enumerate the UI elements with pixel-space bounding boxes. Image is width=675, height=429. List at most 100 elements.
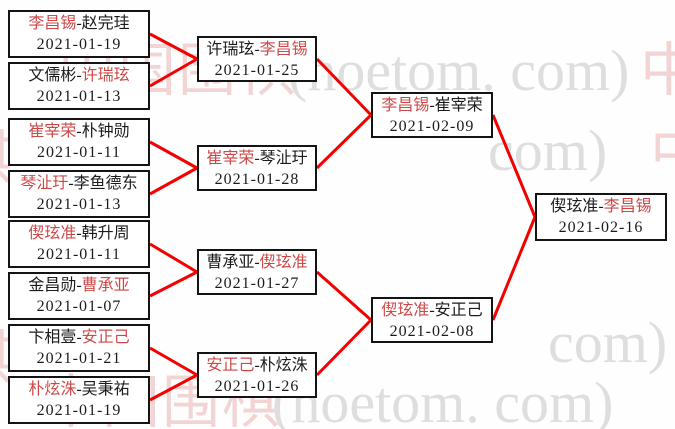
player-name: 偰玹准	[28, 225, 77, 242]
connector-line	[149, 140, 198, 170]
match-date: 2021-01-11	[36, 144, 122, 161]
vs-separator: -	[598, 198, 604, 215]
match-date: 2021-01-19	[36, 36, 122, 53]
vs-separator: -	[76, 15, 82, 32]
match-box-round-1-5: 偰玹准-韩升周 2021-01-11	[8, 220, 150, 268]
player-name: 琴沚玗	[259, 150, 308, 167]
match-box-semifinal-2: 偰玹准-安正己 2021-02-08	[371, 297, 493, 343]
player-name: 朴钟勋	[81, 123, 130, 140]
player-name: 崔宰荣	[206, 150, 255, 167]
connector-line	[491, 114, 537, 218]
vs-separator: -	[68, 175, 74, 192]
vs-separator: -	[254, 150, 260, 167]
match-players: 曹承亚-偰玹准	[199, 252, 315, 273]
match-players: 卞相壹-安正己	[10, 327, 148, 348]
match-box-round-2-1: 许瑞玹-李昌锡 2021-01-25	[197, 36, 317, 82]
player-name: 安正己	[434, 302, 483, 319]
player-name: 偰玹准	[381, 302, 430, 319]
match-box-round-1-1: 李昌锡-赵完珪 2021-01-19	[8, 10, 150, 58]
match-players: 偰玹准-韩升周	[10, 223, 148, 244]
match-box-round-1-2: 文儒彬-许瑞玹 2021-01-13	[8, 62, 150, 110]
match-players: 李昌锡-崔宰荣	[373, 95, 491, 116]
player-name: 安正己	[206, 357, 255, 374]
match-players: 金昌勋-曹承亚	[10, 275, 148, 296]
match-box-semifinal-1: 李昌锡-崔宰荣 2021-02-09	[371, 92, 493, 138]
match-players: 安正己-朴炫洙	[199, 355, 315, 376]
player-name: 文儒彬	[28, 67, 77, 84]
vs-separator: -	[254, 41, 260, 58]
match-box-round-2-4: 安正己-朴炫洙 2021-01-26	[197, 352, 317, 398]
player-name: 卞相壹	[28, 329, 77, 346]
match-players: 许瑞玹-李昌锡	[199, 39, 315, 60]
player-name: 曹承亚	[206, 254, 255, 271]
connector-line	[149, 166, 198, 196]
match-date: 2021-01-19	[36, 402, 122, 419]
connector-line	[149, 242, 198, 274]
player-name: 李鱼德东	[73, 175, 138, 192]
match-players: 李昌锡-赵完珪	[10, 13, 148, 34]
match-date: 2021-01-28	[214, 171, 300, 188]
connector-line	[491, 216, 537, 321]
match-date: 2021-02-16	[558, 219, 644, 236]
player-name: 偰玹准	[259, 254, 308, 271]
player-name: 李昌锡	[381, 97, 430, 114]
player-name: 李昌锡	[259, 41, 308, 58]
vs-separator: -	[76, 329, 82, 346]
match-date: 2021-01-11	[36, 246, 122, 263]
connector-line	[315, 113, 373, 170]
match-date: 2021-01-26	[214, 378, 300, 395]
player-name: 金昌勋	[28, 277, 77, 294]
player-name: 吴秉祐	[81, 381, 130, 398]
match-box-final-1: 偰玹准-李昌锡 2021-02-16	[535, 193, 667, 241]
connector-line	[149, 373, 198, 402]
match-date: 2021-02-09	[389, 118, 475, 135]
connector-line	[149, 346, 198, 377]
match-date: 2021-01-27	[214, 275, 300, 292]
player-name: 崔宰荣	[28, 123, 77, 140]
player-name: 李昌锡	[28, 15, 77, 32]
match-date: 2021-01-21	[36, 350, 122, 367]
player-name: 崔宰荣	[434, 97, 483, 114]
match-box-round-1-7: 卞相壹-安正己 2021-01-21	[8, 324, 150, 372]
match-date: 2021-01-25	[214, 62, 300, 79]
connector-line	[149, 32, 198, 61]
vs-separator: -	[76, 67, 82, 84]
player-name: 琴沚玗	[20, 175, 69, 192]
match-players: 琴沚玗-李鱼德东	[10, 173, 148, 194]
player-name: 朴炫洙	[28, 381, 77, 398]
player-name: 韩升周	[81, 225, 130, 242]
vs-separator: -	[254, 357, 260, 374]
vs-separator: -	[76, 277, 82, 294]
match-players: 偰玹准-安正己	[373, 300, 491, 321]
connector-line	[149, 270, 198, 298]
player-name: 李昌锡	[603, 198, 652, 215]
vs-separator: -	[76, 123, 82, 140]
player-name: 偰玹准	[550, 198, 599, 215]
match-box-round-2-3: 曹承亚-偰玹准 2021-01-27	[197, 249, 317, 295]
match-players: 偰玹准-李昌锡	[537, 196, 665, 217]
match-date: 2021-01-07	[36, 298, 122, 315]
vs-separator: -	[76, 225, 82, 242]
connector-line	[315, 57, 373, 117]
connector-line	[149, 57, 198, 88]
match-date: 2021-01-13	[36, 88, 122, 105]
connector-line	[316, 270, 372, 322]
player-name: 曹承亚	[81, 277, 130, 294]
match-players: 崔宰荣-琴沚玗	[199, 148, 315, 169]
player-name: 赵完珪	[81, 15, 130, 32]
player-name: 安正己	[81, 329, 130, 346]
player-name: 许瑞玹	[81, 67, 130, 84]
match-box-round-1-6: 金昌勋-曹承亚 2021-01-07	[8, 272, 150, 320]
match-date: 2021-02-08	[389, 323, 475, 340]
match-players: 文儒彬-许瑞玹	[10, 65, 148, 86]
match-players: 崔宰荣-朴钟勋	[10, 121, 148, 142]
connector-line	[315, 318, 373, 377]
player-name: 许瑞玹	[206, 41, 255, 58]
match-box-round-2-2: 崔宰荣-琴沚玗 2021-01-28	[197, 145, 317, 191]
vs-separator: -	[254, 254, 260, 271]
vs-separator: -	[429, 97, 435, 114]
player-name: 朴炫洙	[259, 357, 308, 374]
